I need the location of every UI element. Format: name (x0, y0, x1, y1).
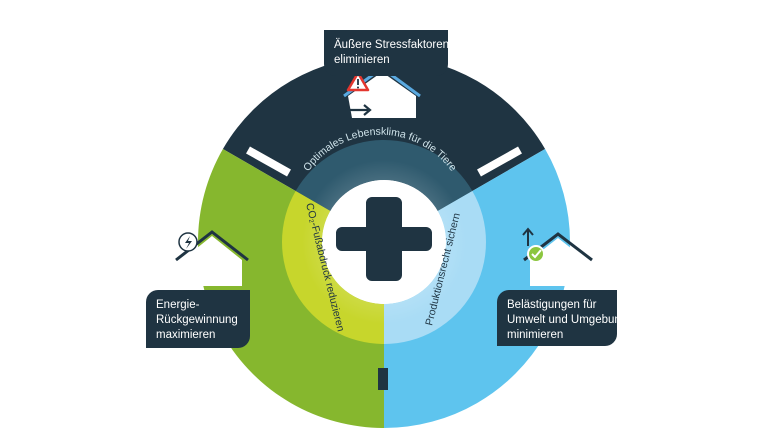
callout-left-line-3: maximieren (156, 329, 216, 341)
callout-right-line-3: minimieren (507, 329, 564, 341)
callout-top-line-1: Äußere Stressfaktoren (334, 39, 450, 51)
callout-right-line-1: Belästigungen für (507, 299, 597, 311)
house-check-icon (522, 227, 593, 286)
callout-left: Energie- Rückgewinnung maximieren (146, 290, 250, 348)
callout-left-line-1: Energie- (156, 299, 200, 311)
outer-segment-right (384, 149, 571, 428)
callout-left-line-2: Rückgewinnung (156, 314, 238, 326)
callout-top: Äußere Stressfaktoren eliminieren (324, 30, 450, 76)
separator-bottom (378, 368, 388, 390)
callout-right: Belästigungen für Umwelt und Umgebung mi… (497, 290, 628, 346)
house-energy-icon (175, 230, 249, 286)
outer-segment-top (222, 55, 546, 211)
callout-right-line-2: Umwelt und Umgebung (507, 314, 628, 326)
separator-right (477, 146, 522, 177)
callout-top-line-2: eliminieren (334, 54, 390, 66)
outer-segment-left (198, 149, 384, 428)
plus-icon (336, 197, 432, 281)
separator-left (246, 146, 291, 177)
